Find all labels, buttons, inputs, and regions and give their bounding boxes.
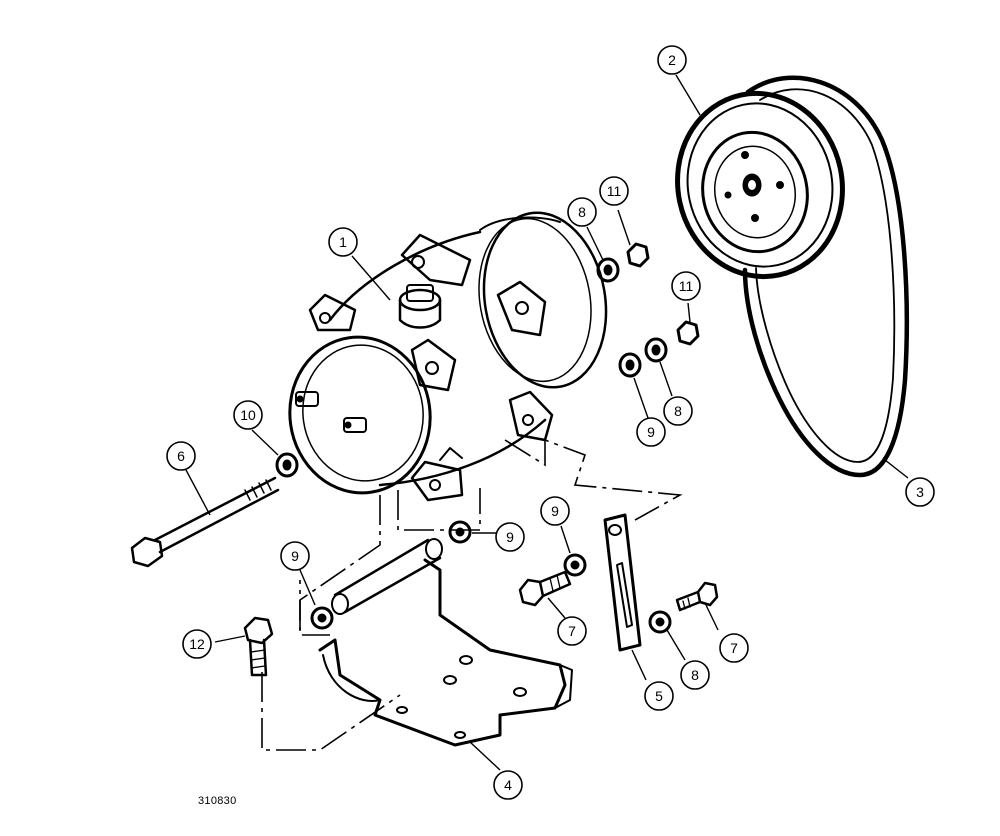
svg-text:11: 11 <box>679 278 694 294</box>
svg-text:3: 3 <box>916 484 924 500</box>
callout-7-front: 7 <box>557 616 587 646</box>
capscrew-front <box>518 570 572 607</box>
callout-2: 2 <box>657 45 687 75</box>
callout-12: 12 <box>182 629 212 659</box>
adjusting-link <box>603 513 642 652</box>
callout-8-middle: 8 <box>663 396 693 426</box>
svg-text:1: 1 <box>339 234 347 250</box>
svg-text:11: 11 <box>607 183 622 199</box>
callout-3: 3 <box>905 477 935 507</box>
svg-text:5: 5 <box>655 688 663 704</box>
svg-text:2: 2 <box>668 52 676 68</box>
svg-text:9: 9 <box>291 548 299 564</box>
callout-11-middle: 11 <box>671 271 701 301</box>
svg-text:8: 8 <box>674 403 682 419</box>
svg-text:9: 9 <box>647 424 655 440</box>
alignment-lines <box>261 438 683 751</box>
svg-text:9: 9 <box>551 503 559 519</box>
svg-text:12: 12 <box>189 636 205 652</box>
callout-5: 5 <box>644 681 674 711</box>
svg-text:7: 7 <box>730 640 738 656</box>
svg-text:8: 8 <box>578 204 586 220</box>
svg-text:6: 6 <box>177 448 185 464</box>
callout-1: 1 <box>328 227 358 257</box>
callout-9-bracket: 9 <box>495 522 525 552</box>
callout-9-tube: 9 <box>280 541 310 571</box>
callout-7-rear: 7 <box>719 633 749 663</box>
svg-text:9: 9 <box>506 529 514 545</box>
svg-text:4: 4 <box>504 777 512 793</box>
callout-11-top: 11 <box>599 176 629 206</box>
callout-8-bottom: 8 <box>680 660 710 690</box>
figure-number: 310830 <box>198 795 237 807</box>
leader-lines <box>185 74 909 771</box>
capscrew-rear <box>675 581 719 612</box>
washers-and-nuts <box>275 242 700 634</box>
ac-compressor <box>288 211 608 502</box>
long-bolt <box>130 476 280 568</box>
mounting-bracket <box>318 538 573 747</box>
callout-9-front: 9 <box>540 496 570 526</box>
callout-10: 10 <box>233 400 263 430</box>
svg-text:10: 10 <box>240 407 256 423</box>
svg-text:7: 7 <box>568 623 576 639</box>
svg-text:8: 8 <box>691 667 699 683</box>
drive-belt <box>742 75 909 478</box>
callout-9-middle: 9 <box>636 417 666 447</box>
clutch-pulley <box>675 90 845 280</box>
callout-6: 6 <box>166 441 196 471</box>
callout-8-top: 8 <box>567 197 597 227</box>
callout-4: 4 <box>493 770 523 800</box>
short-capscrew <box>243 616 274 677</box>
